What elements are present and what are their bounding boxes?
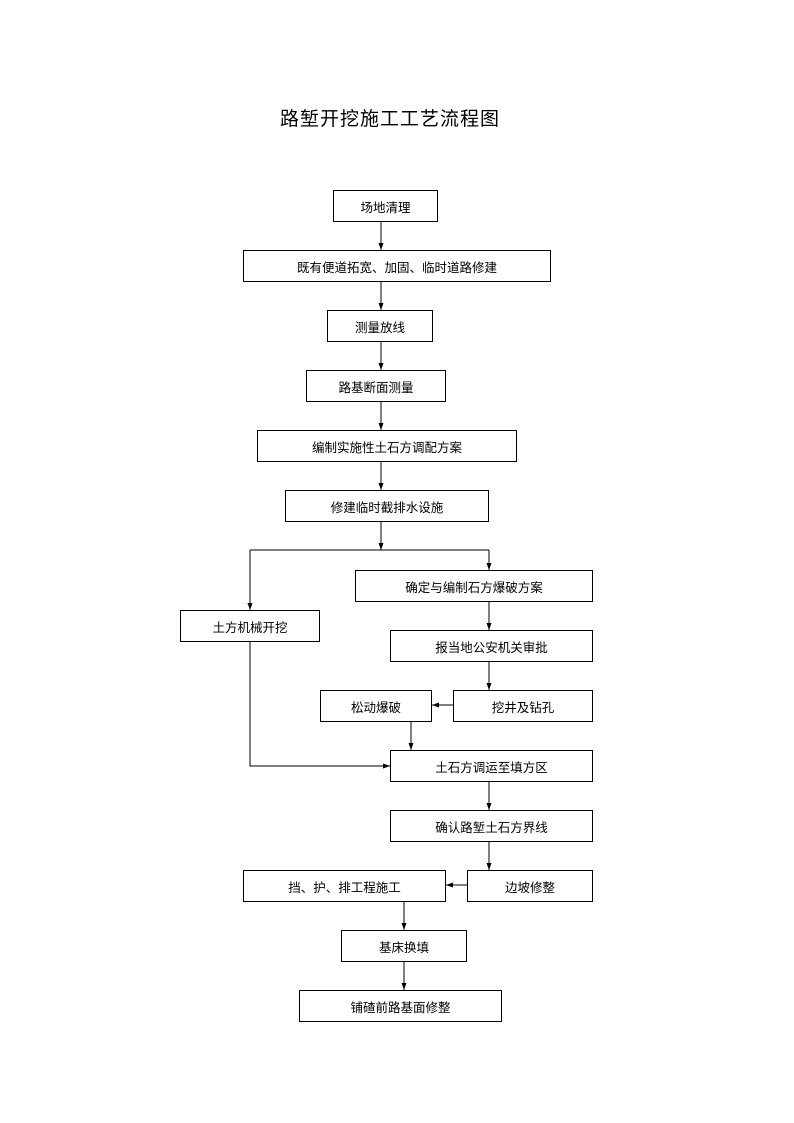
step-final-trimming: 铺碴前路基面修整 — [299, 990, 502, 1022]
step-site-clearing: 场地清理 — [333, 190, 438, 222]
step-earthwork-plan: 编制实施性土石方调配方案 — [257, 430, 517, 462]
step-drilling: 挖井及钻孔 — [453, 690, 593, 722]
diagram-title: 路堑开挖施工工艺流程图 — [279, 108, 500, 130]
step-drainage: 修建临时截排水设施 — [285, 490, 489, 522]
step-blasting-plan: 确定与编制石方爆破方案 — [355, 570, 593, 602]
step-loose-blasting: 松动爆破 — [320, 690, 432, 722]
step-survey-layout: 测量放线 — [327, 310, 433, 342]
step-police-approval: 报当地公安机关审批 — [390, 630, 593, 662]
step-slope-trimming: 边坡修整 — [467, 870, 593, 902]
step-retaining-works: 挡、护、排工程施工 — [243, 870, 446, 902]
step-section-survey: 路基断面测量 — [306, 370, 446, 402]
step-road-widening: 既有便道拓宽、加固、临时道路修建 — [243, 250, 551, 282]
arrow-n8-n12 — [249, 642, 390, 769]
step-subgrade-replacement: 基床换填 — [341, 930, 467, 962]
step-mechanical-excavation: 土方机械开挖 — [180, 610, 320, 642]
step-haul-to-fill: 土石方调运至填方区 — [390, 750, 593, 782]
step-confirm-boundary: 确认路堑土石方界线 — [390, 810, 593, 842]
